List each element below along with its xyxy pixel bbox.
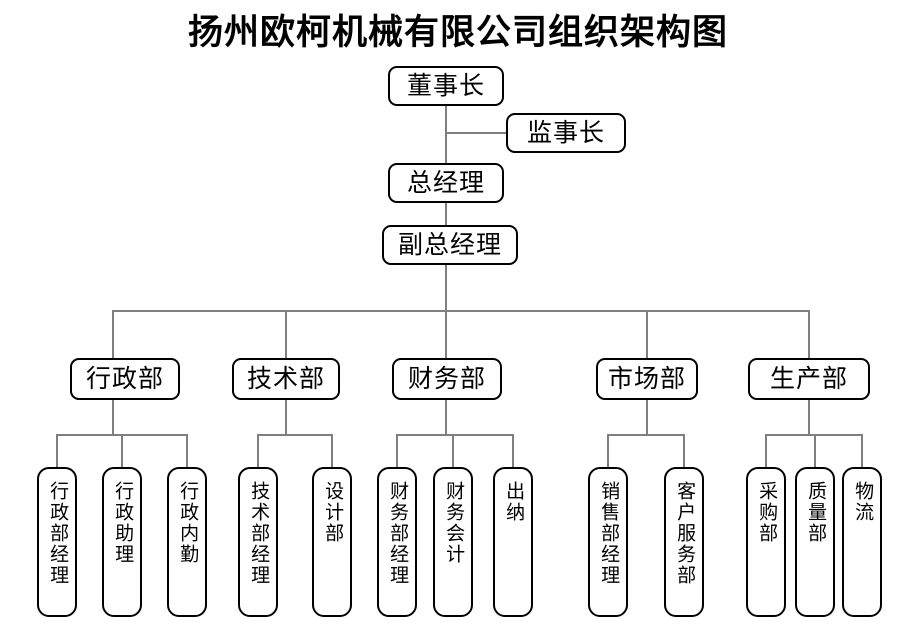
node-role-purchasing[interactable]: 采购部 (746, 467, 786, 617)
connector-finance-down (445, 400, 447, 436)
connector-chairman-trunk (445, 104, 447, 164)
connector-bus-drop-admin (112, 310, 114, 358)
connector-finance-subbus (396, 434, 514, 436)
node-department-production-label: 生产部 (769, 365, 848, 393)
node-deputy-general-manager[interactable]: 副总经理 (382, 225, 518, 265)
node-role-admin-assistant[interactable]: 行政助理 (102, 467, 142, 617)
node-department-admin-label: 行政部 (85, 365, 164, 393)
node-role-tech-manager[interactable]: 技术部经理 (238, 467, 278, 617)
node-chairman[interactable]: 董事长 (388, 66, 504, 106)
node-role-admin-assistant-label: 行政助理 (112, 481, 134, 565)
connector-tech-down (285, 400, 287, 436)
node-role-sales-manager-label: 销售部经理 (598, 481, 620, 586)
connector-finance-child-2 (452, 434, 454, 467)
node-role-cashier[interactable]: 出纳 (493, 467, 533, 617)
node-general-manager-label: 总经理 (406, 169, 485, 197)
node-role-admin-manager[interactable]: 行政部经理 (37, 467, 77, 617)
connector-production-child-3 (861, 434, 863, 467)
node-role-admin-clerk[interactable]: 行政内勤 (167, 467, 207, 617)
node-role-quality[interactable]: 质量部 (795, 467, 835, 617)
node-department-finance[interactable]: 财务部 (392, 358, 502, 400)
node-role-cashier-label: 出纳 (503, 481, 525, 523)
connector-bus-drop-market (646, 310, 648, 358)
node-role-accountant[interactable]: 财务会计 (433, 467, 473, 617)
node-role-sales-manager[interactable]: 销售部经理 (588, 467, 628, 617)
connector-department-bus (112, 310, 810, 312)
connector-admin-down (112, 400, 114, 436)
page-title: 扬州欧柯机械有限公司组织架构图 (187, 13, 728, 53)
node-department-tech-label: 技术部 (246, 365, 325, 393)
node-role-customer-service[interactable]: 客户服务部 (664, 467, 704, 617)
node-role-finance-manager-label: 财务部经理 (387, 481, 409, 586)
node-role-admin-clerk-label: 行政内勤 (177, 481, 199, 565)
node-role-tech-manager-label: 技术部经理 (248, 481, 270, 586)
connector-admin-child-1 (56, 434, 58, 467)
node-chairman-label: 董事长 (406, 72, 485, 100)
connector-finance-child-3 (512, 434, 514, 467)
node-role-admin-manager-label: 行政部经理 (47, 481, 69, 586)
connector-finance-child-1 (396, 434, 398, 467)
node-role-logistics-label: 物流 (852, 481, 874, 523)
node-department-finance-label: 财务部 (407, 365, 486, 393)
connector-deputy-bus (445, 265, 447, 311)
node-role-quality-label: 质量部 (805, 481, 827, 544)
node-department-production[interactable]: 生产部 (748, 358, 870, 400)
node-deputy-general-manager-label: 副总经理 (397, 231, 502, 259)
connector-production-down (808, 400, 810, 436)
connector-admin-child-2 (121, 434, 123, 467)
node-supervisor[interactable]: 监事长 (506, 113, 626, 153)
connector-bus-drop-tech (285, 310, 287, 358)
node-role-design-dept-label: 设计部 (322, 481, 344, 544)
connector-chairman-supervisor (445, 132, 507, 134)
connector-bus-drop-finance (445, 310, 447, 358)
node-department-market-label: 市场部 (607, 365, 686, 393)
node-department-market[interactable]: 市场部 (596, 358, 698, 400)
node-department-tech[interactable]: 技术部 (232, 358, 340, 400)
node-role-finance-manager[interactable]: 财务部经理 (377, 467, 417, 617)
connector-tech-subbus (257, 434, 333, 436)
connector-market-child-1 (607, 434, 609, 467)
node-general-manager[interactable]: 总经理 (388, 163, 504, 203)
connector-market-child-2 (683, 434, 685, 467)
connector-admin-child-3 (186, 434, 188, 467)
node-supervisor-label: 监事长 (526, 119, 605, 147)
connector-bus-drop-production (808, 310, 810, 358)
connector-gm-deputy (445, 203, 447, 227)
node-department-admin[interactable]: 行政部 (70, 358, 180, 400)
connector-tech-child-2 (331, 434, 333, 467)
connector-market-down (646, 400, 648, 436)
node-role-purchasing-label: 采购部 (756, 481, 778, 544)
node-role-accountant-label: 财务会计 (443, 481, 465, 565)
node-role-design-dept[interactable]: 设计部 (312, 467, 352, 617)
connector-production-child-2 (814, 434, 816, 467)
node-role-logistics[interactable]: 物流 (842, 467, 882, 617)
connector-market-subbus (607, 434, 685, 436)
connector-tech-child-1 (257, 434, 259, 467)
node-role-customer-service-label: 客户服务部 (674, 481, 696, 586)
connector-production-child-1 (765, 434, 767, 467)
